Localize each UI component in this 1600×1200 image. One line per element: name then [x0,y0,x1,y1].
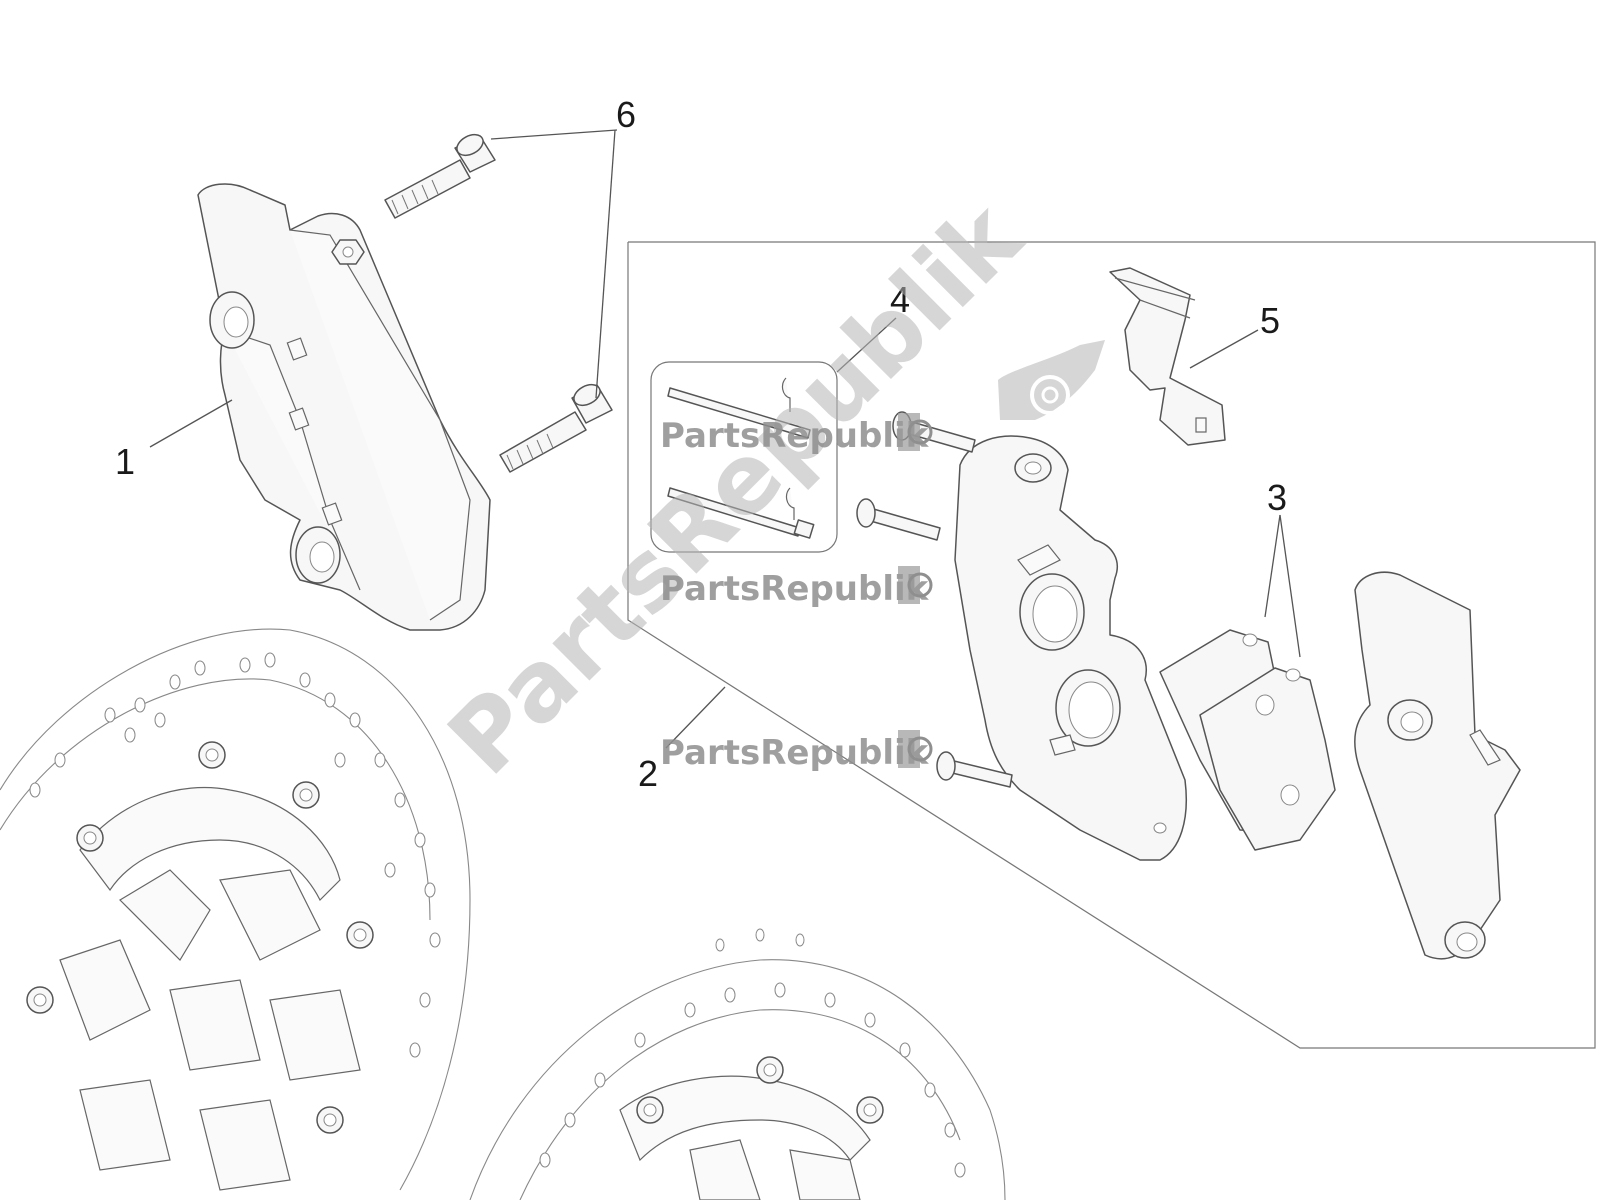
disc-left-spokes [59,786,361,1191]
leader-lines [149,129,1301,749]
disc-right-vent-holes [539,928,966,1178]
spring-clip-part-5 [1109,267,1226,446]
brake-pads-part-3 [1159,629,1336,851]
callout-5: 5 [1260,300,1280,341]
watermark-logo-gear-icon [998,340,1105,420]
svg-text:PartsRepublik: PartsRepublik [427,180,1043,796]
brake-disc-right [469,928,1006,1200]
svg-text:PartsRepublik: PartsRepublik [660,416,930,456]
brake-disc-left [0,628,471,1191]
caliper-half-inner [954,435,1187,861]
bolt-part-6-lower [499,383,613,473]
caliper-half-outer [1354,571,1521,960]
disc-left-bobbins [26,741,374,1134]
callout-3: 3 [1267,477,1287,518]
kit-bolt-middle [856,498,941,541]
callout-6: 6 [616,94,636,135]
bolt-part-6-upper [384,133,496,219]
caliper-assembled-part-1 [197,183,491,631]
disc-left-vent-holes [29,652,441,1058]
svg-text:PartsRepublik: PartsRepublik [660,733,930,773]
kit-frame [627,241,1596,1049]
watermark-small-3: PartsRepublik [660,730,933,773]
pin-kit-part-4 [650,361,838,553]
callout-1: 1 [115,441,135,482]
disc-right-bobbins [636,1056,884,1124]
watermark-small-2: PartsRepublik [660,566,933,609]
callout-2: 2 [638,753,658,794]
watermark-large: PartsRepublik [427,180,1043,796]
watermark-small-1: PartsRepublik [660,413,933,456]
callout-4: 4 [890,279,910,320]
disc-right-spokes [619,1075,871,1200]
kit-bolt-lower [936,751,1013,788]
svg-text:PartsRepublik: PartsRepublik [660,569,930,609]
